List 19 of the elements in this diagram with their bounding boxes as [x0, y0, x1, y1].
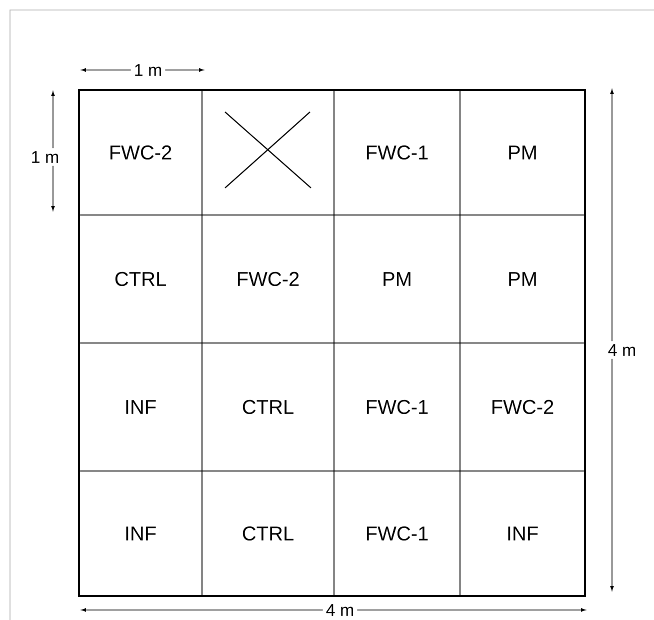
plot-cell: CTRL	[202, 470, 334, 596]
dimension-label: 4 m	[604, 341, 640, 359]
plot-cell: PM	[460, 90, 586, 216]
dimension-label: 1 m	[28, 148, 62, 166]
plot-cell: CTRL	[202, 342, 334, 472]
plot-cell: INF	[78, 342, 202, 472]
plot-cell: INF	[460, 470, 586, 596]
plot-cell: FWC-1	[334, 342, 460, 472]
plot-cell: FWC-2	[202, 214, 334, 344]
dimension-label: 1 m	[130, 61, 166, 79]
plot-cell: PM	[460, 214, 586, 344]
dimension-label: 4 m	[322, 601, 358, 619]
plot-cell: FWC-1	[334, 470, 460, 596]
plot-cell: INF	[78, 470, 202, 596]
node-label: FWC-2	[110, 145, 172, 160]
plot-cell: FWC-2	[460, 342, 586, 472]
plot-cell: FWC-1	[334, 90, 460, 216]
plot-cell: PM	[334, 214, 460, 344]
plot-cell: CTRL	[78, 214, 202, 344]
